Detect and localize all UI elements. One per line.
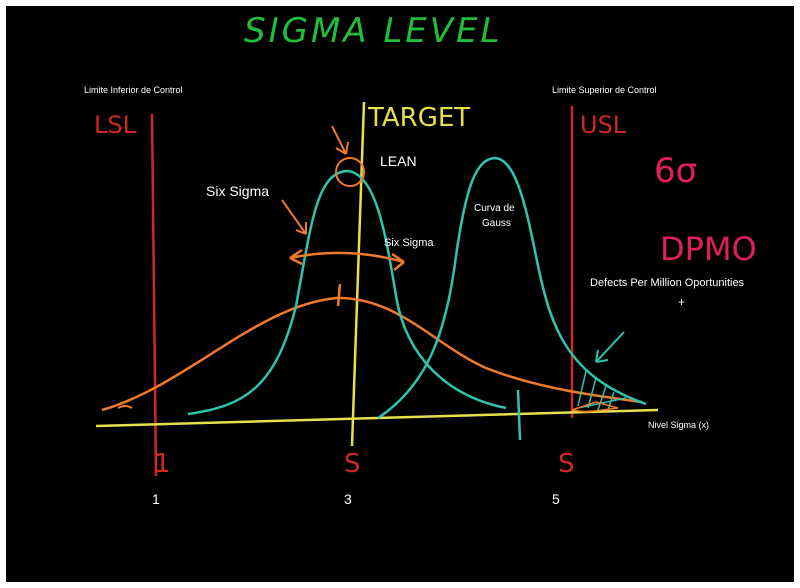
shifted-curve-tick bbox=[516, 389, 522, 441]
defect-tail-hatch-orange bbox=[571, 401, 619, 413]
defect-tail-hatch bbox=[577, 370, 627, 411]
x-axis-label: Nivel Sigma (x) bbox=[648, 420, 709, 430]
lean-arrow bbox=[331, 125, 349, 155]
target-label: TARGET bbox=[367, 103, 470, 133]
tail-marks-left bbox=[117, 405, 133, 409]
diagram-title: SIGMA LEVEL bbox=[244, 11, 502, 51]
tick-label-5: 5 bbox=[552, 491, 560, 507]
shifted-gauss-curve bbox=[377, 156, 647, 420]
six-sigma-symbol: 6σ bbox=[654, 151, 697, 191]
dpmo-abbr: DPMO bbox=[660, 230, 757, 268]
six-sigma-width-arrow bbox=[289, 248, 405, 271]
six-sigma-label-right: Six Sigma bbox=[384, 237, 434, 249]
lsl-mark: LSL bbox=[94, 111, 137, 139]
dpmo-plus: + bbox=[678, 295, 685, 309]
usl-caption: Limite Superior de Control bbox=[552, 85, 657, 95]
lean-circle bbox=[335, 157, 365, 187]
gauss-label-line1: Curva de bbox=[474, 203, 515, 214]
dpmo-full: Defects Per Million Oportunities bbox=[590, 277, 745, 289]
whiteboard: SIGMA LEVEL Limite Inferior de Control L… bbox=[6, 6, 794, 582]
hand-tick-3: S bbox=[344, 449, 361, 479]
target-line bbox=[350, 101, 366, 447]
lean-label: LEAN bbox=[380, 153, 417, 169]
centered-gauss-curve bbox=[187, 169, 507, 416]
wide-distribution-curve bbox=[101, 296, 643, 412]
x-axis-line bbox=[95, 408, 659, 428]
tick-label-3: 3 bbox=[344, 491, 352, 507]
six-sigma-label-left: Six Sigma bbox=[206, 183, 269, 199]
wide-curve-mean-tick bbox=[336, 283, 342, 307]
lsl-caption: Limite Inferior de Control bbox=[84, 85, 183, 95]
sigma-diagram: SIGMA LEVEL Limite Inferior de Control L… bbox=[84, 11, 757, 507]
usl-mark: USL bbox=[580, 111, 627, 139]
hand-tick-5: S bbox=[558, 449, 575, 479]
tick-label-1: 1 bbox=[152, 491, 160, 507]
hand-tick-1: 1 bbox=[154, 449, 171, 479]
gauss-label-line2: Gauss bbox=[482, 218, 511, 229]
six-sigma-pointer-arrow bbox=[281, 199, 307, 235]
dpmo-arrow bbox=[595, 331, 625, 363]
lsl-line bbox=[150, 113, 158, 477]
